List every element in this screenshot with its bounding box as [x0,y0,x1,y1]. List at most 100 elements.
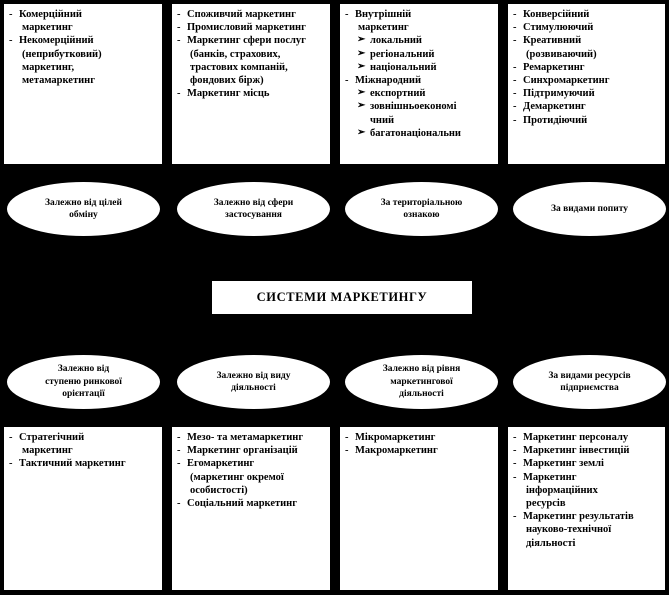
dash-icon: - [9,432,13,443]
list-item: маркетинг [8,21,157,34]
list-item: -Маркетинг сфери послуг [176,34,325,47]
list-item-label: Споживчий маркетинг [187,9,296,20]
list-item: -Маркетинг персоналу [512,431,660,444]
ellipse-line: Залежно від рівня [382,364,461,375]
ellipse-label: Залежно від цілей обміну [22,197,144,222]
market-orientation-box[interactable]: -Стратегічний маркетинг -Тактичний марке… [3,426,163,591]
list-item: -Макромаркетинг [344,444,493,457]
list-item-label: Маркетинг організацій [187,445,298,457]
list-item-label: маркетинг [22,22,73,34]
box-list: -Комерційний маркетинг -Некомерційний (н… [8,8,157,87]
territorial-box[interactable]: -Внутрішній маркетинг ➢локальний ➢регіон… [339,3,499,165]
list-item: -Маркетинг результатів [512,510,660,523]
list-item: (маркетинг окремої [176,471,325,484]
list-item-label: Некомерційний [19,35,94,47]
list-item: маркетинг, [8,61,157,74]
diagram-title-box: СИСТЕМИ МАРКЕТИНГУ [211,280,473,315]
ellipse-line: орієнтації [62,389,105,400]
box-list: -Конверсійний -Стимулюючий -Креативний (… [512,8,660,127]
enterprise-resources-box[interactable]: -Маркетинг персоналу -Маркетинг інвестиц… [507,426,666,591]
list-item-label: трастових компаній, [190,61,288,73]
ellipse-exchange-goals[interactable]: Залежно від цілей обміну [6,181,161,237]
list-item: ➢регіональний [344,48,493,61]
list-item: -Протидіючий [512,114,660,127]
demand-types-box[interactable]: -Конверсійний -Стимулюючий -Креативний (… [507,3,666,165]
activity-type-box[interactable]: -Мезо- та метамаркетинг -Маркетинг орган… [171,426,331,591]
list-item: метамаркетинг [8,74,157,87]
arrow-bullet-icon: ➢ [357,47,366,59]
list-item: ➢експортний [344,87,493,100]
dash-icon: - [345,445,349,457]
box-list: -Мікромаркетинг -Макромаркетинг [344,431,493,457]
ellipse-line: обміну [69,210,98,220]
list-item-label: Мікромаркетинг [355,432,436,443]
ellipse-territorial[interactable]: За територіальною ознакою [344,181,499,237]
list-item: -Маркетинг інвестицій [512,444,660,457]
application-sphere-box[interactable]: -Споживчий маркетинг -Промисловий маркет… [171,3,331,165]
ellipse-line: діяльності [231,383,276,393]
list-item: -Маркетинг [512,471,660,484]
list-item-label: інформаційних [526,484,598,496]
ellipse-label: Залежно від ступеню ринкової орієнтації [22,363,144,401]
dash-icon: - [513,88,517,100]
dash-icon: - [513,445,517,457]
ellipse-application-sphere[interactable]: Залежно від сфери застосування [176,181,331,237]
list-item: -Комерційний [8,8,157,21]
ellipse-demand-types[interactable]: За видами попиту [512,181,667,237]
list-item-label: Ремаркетинг [523,61,585,73]
list-item: маркетинг [8,444,157,457]
list-item-label: маркетинг, [22,61,75,73]
list-item: -Конверсійний [512,8,660,21]
list-item: -Внутрішній [344,8,493,21]
dash-icon: - [513,114,517,126]
dash-icon: - [177,445,181,457]
list-item-label: Промисловий маркетинг [187,22,306,34]
ellipse-line: діяльності [399,389,444,400]
ellipse-line: Залежно від цілей [45,197,122,208]
ellipse-line: маркетингової [390,376,453,387]
list-item-label: Маркетинг землі [523,458,604,470]
box-list: -Споживчий маркетинг -Промисловий маркет… [176,8,325,100]
list-item-label: Протидіючий [523,114,588,126]
ellipse-line: Залежно від [57,364,110,375]
ellipse-activity-type[interactable]: Залежно від виду діяльності [176,354,331,410]
dash-icon: - [513,61,517,73]
arrow-bullet-icon: ➢ [357,60,366,72]
ellipse-enterprise-resources[interactable]: За видами ресурсів підприємства [512,354,667,410]
list-item: -Некомерційний [8,34,157,47]
ellipse-market-orientation[interactable]: Залежно від ступеню ринкової орієнтації [6,354,161,410]
list-item-label: особистості) [190,484,248,496]
list-item-label: Стратегічний [19,432,85,443]
box-list: -Внутрішній маркетинг ➢локальний ➢регіон… [344,8,493,140]
ellipse-marketing-level[interactable]: Залежно від рівня маркетингової діяльнос… [344,354,499,410]
ellipse-line: За територіальною [380,197,463,208]
list-item: -Маркетинг землі [512,457,660,470]
list-item: -Міжнародний [344,74,493,87]
dash-icon: - [177,458,181,470]
list-item: -Егомаркетинг [176,457,325,470]
dash-icon: - [345,75,349,87]
list-item-label: маркетинг [358,22,409,34]
list-item-label: Соціальний маркетинг [187,498,298,510]
list-item-label: маркетинг [22,445,73,457]
ellipse-line: Залежно від сфери [213,197,294,208]
dash-icon: - [513,432,517,443]
marketing-level-box[interactable]: -Мікромаркетинг -Макромаркетинг [339,426,499,591]
dash-icon: - [177,35,181,47]
box-list: -Маркетинг персоналу -Маркетинг інвестиц… [512,431,660,550]
list-item-label: Демаркетинг [523,101,586,113]
list-item: -Мезо- та метамаркетинг [176,431,325,444]
list-item: інформаційних [512,484,660,497]
list-item-label: зовнішньоекономі [370,101,457,113]
ellipse-label: Залежно від рівня маркетингової діяльнос… [360,363,482,401]
list-item-label: Макромаркетинг [355,445,438,457]
list-item-label: Підтримуючий [523,88,595,100]
ellipse-label: За видами ресурсів підприємства [528,370,650,395]
ellipse-line: За видами попиту [550,203,629,214]
list-item: -Стимулюючий [512,21,660,34]
arrow-bullet-icon: ➢ [357,34,366,46]
commercial-marketing-box[interactable]: -Комерційний маркетинг -Некомерційний (н… [3,3,163,165]
list-item-label: Маркетинг інвестицій [523,445,630,457]
arrow-bullet-icon: ➢ [357,87,366,99]
